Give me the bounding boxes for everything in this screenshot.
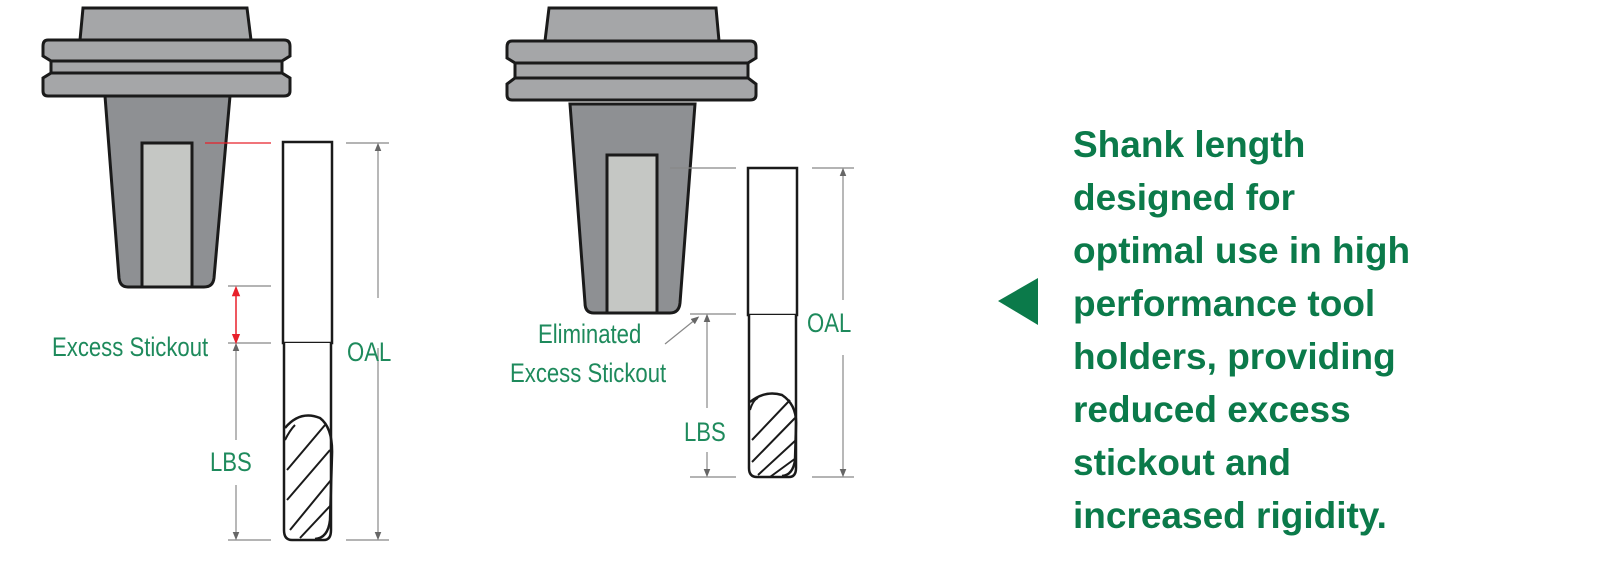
callout-line: optimal use in high <box>1073 230 1411 271</box>
oal-label-right: OAL <box>807 309 851 339</box>
eliminated-label-line2: Excess Stickout <box>510 359 666 389</box>
callout-line: increased rigidity. <box>1073 495 1387 536</box>
callout-line: stickout and <box>1073 442 1291 483</box>
pointer-triangle-icon <box>998 278 1038 325</box>
tool-holder-left <box>41 6 292 289</box>
end-mill-left <box>281 140 334 542</box>
excess-stickout-label: Excess Stickout <box>52 333 208 363</box>
lbs-label-right: LBS <box>684 418 726 448</box>
callout-line: performance tool <box>1073 283 1376 324</box>
oal-label-left: OAL <box>347 338 391 368</box>
callout-line: Shank length <box>1073 124 1306 165</box>
tool-holder-right <box>505 6 758 315</box>
callout-text: Shank length designed for optimal use in… <box>1073 118 1573 542</box>
callout-line: holders, providing <box>1073 336 1396 377</box>
callout-line: designed for <box>1073 177 1296 218</box>
end-mill-right <box>746 166 799 479</box>
lbs-label-left: LBS <box>210 448 252 478</box>
eliminated-label-line1: Eliminated <box>538 320 641 350</box>
dimension-lines-right <box>664 167 854 478</box>
callout-line: reduced excess <box>1073 389 1351 430</box>
